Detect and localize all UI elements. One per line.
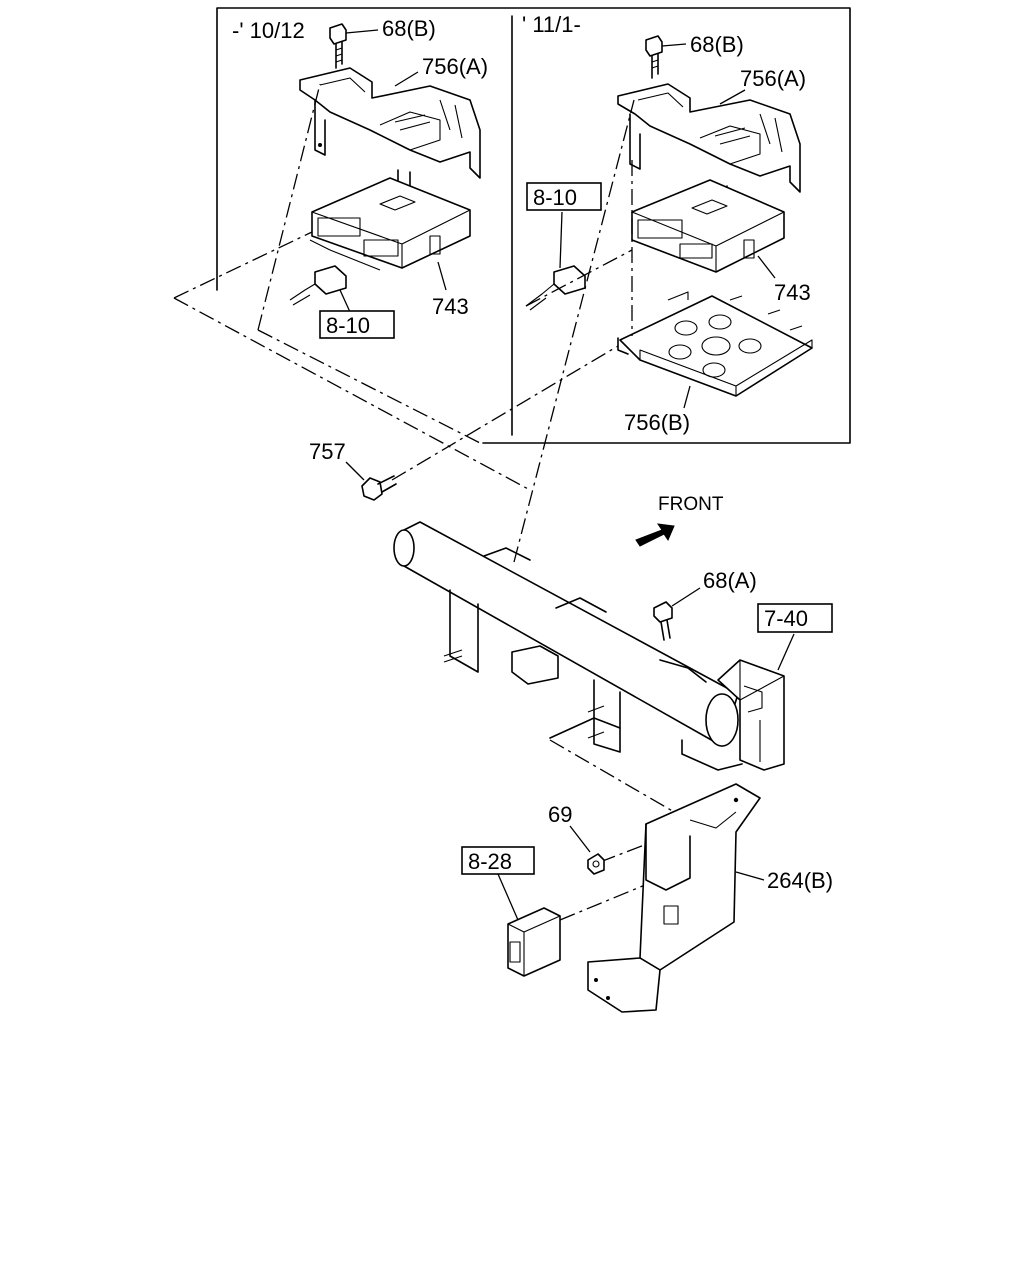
part-label-68b-left: 68(B) <box>382 16 436 41</box>
cross-car-beam <box>393 521 743 771</box>
part-label-264b: 264(B) <box>767 868 833 893</box>
bracket-264b <box>587 783 765 1013</box>
part-label-756b: 756(B) <box>624 410 690 435</box>
leader-756b <box>683 385 691 409</box>
leader-68b-left <box>345 29 379 34</box>
ref-box-8-10-left <box>319 310 395 339</box>
leader-68b-right <box>661 43 687 47</box>
bolt-68a <box>653 587 701 641</box>
ref-label-7-40: 7-40 <box>764 606 808 631</box>
left-bracket-756a <box>299 67 481 199</box>
part-label-743-right: 743 <box>774 280 811 305</box>
left-module-743 <box>309 177 471 271</box>
right-bolt-68b <box>645 35 663 79</box>
ref-label-8-10-right: 8-10 <box>533 185 577 210</box>
part-label-756a-right: 756(A) <box>740 66 806 91</box>
leader-756a-left <box>394 71 419 87</box>
right-module-743 <box>631 179 785 273</box>
nut-69 <box>569 825 605 875</box>
left-connector <box>289 265 351 313</box>
part-label-756a-left: 756(A) <box>422 54 488 79</box>
right-bracket-756a <box>617 83 801 212</box>
part-label-69: 69 <box>548 802 572 827</box>
relay-8-28 <box>497 873 561 977</box>
ref-box-8-10-right <box>526 182 602 211</box>
bolt-757 <box>345 461 397 501</box>
part-label-68a: 68(A) <box>703 568 757 593</box>
part-label-757: 757 <box>309 439 346 464</box>
right-connector <box>525 211 586 311</box>
left-bolt-68b <box>329 23 347 69</box>
front-arrow-icon <box>635 523 675 547</box>
leader-743-left <box>437 261 447 291</box>
period-label-right: ' 11/1- <box>522 12 581 37</box>
ref-box-7-40 <box>757 603 833 633</box>
part-label-743-left: 743 <box>432 294 469 319</box>
inset-frame <box>216 7 851 444</box>
leader-743-right <box>757 255 776 279</box>
right-tray-756b <box>617 291 813 397</box>
ref-label-8-10-left: 8-10 <box>326 313 370 338</box>
ref-box-8-28 <box>461 846 535 875</box>
period-label-left: -' 10/12 <box>232 18 305 43</box>
ref-label-8-28: 8-28 <box>468 849 512 874</box>
front-label: FRONT <box>658 494 724 515</box>
leader-756a-right <box>719 89 746 105</box>
component-7-40 <box>717 633 795 771</box>
part-label-68b-right: 68(B) <box>690 32 744 57</box>
